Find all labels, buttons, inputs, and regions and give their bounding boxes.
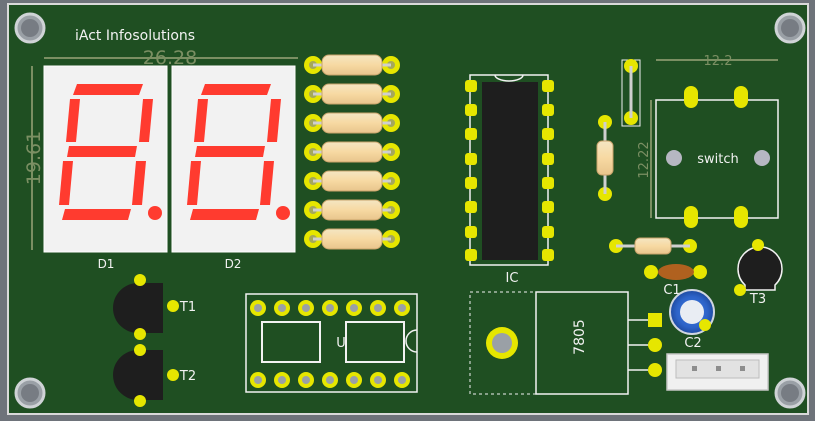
transistor-icon: T1 — [113, 274, 196, 340]
resistor-icon — [304, 54, 400, 76]
mounting-hole-icon — [14, 12, 46, 44]
ceramic-capacitor-icon: C1 — [644, 264, 707, 298]
transistor-t1-label: T1 — [179, 300, 196, 315]
resistor-icon — [596, 115, 614, 201]
regulator-label: 7805 — [572, 319, 588, 355]
display-height-dimension: 19.61 — [23, 66, 45, 250]
seven-segment-icon — [59, 84, 162, 220]
switch-icon: 12.2 12.22 switch — [637, 54, 779, 228]
electrolytic-capacitor-icon: C2 — [669, 289, 715, 351]
display-height-value: 19.61 — [23, 131, 45, 185]
dip-ic-icon: IC — [465, 74, 554, 286]
capacitor-c2-label: C2 — [684, 336, 701, 351]
capacitor-c1-label: C1 — [663, 283, 680, 298]
resistor-icon — [621, 59, 641, 127]
transistor-t3-label: T3 — [749, 292, 766, 307]
display-d1: D1 — [43, 65, 168, 271]
display-width-dimension: 26.28 — [44, 47, 298, 69]
transistor-icon: T2 — [113, 344, 196, 407]
resistor-icon — [304, 199, 400, 221]
resistor-icon — [304, 83, 400, 105]
transistor-t2-label: T2 — [179, 369, 196, 384]
display-d1-label: D1 — [98, 257, 115, 271]
mounting-hole-icon — [14, 377, 46, 409]
display-d2: D2 — [171, 65, 296, 271]
resistor-icon — [304, 170, 400, 192]
mounting-hole-icon — [774, 377, 806, 409]
resistor-array — [304, 54, 400, 250]
socket-label: U — [336, 336, 346, 351]
switch-width-value: 12.2 — [704, 54, 733, 69]
ic-socket-icon: U — [245, 293, 418, 393]
company-label: iAct Infosolutions — [75, 28, 195, 44]
resistor-icon — [304, 141, 400, 163]
ic-label: IC — [506, 271, 519, 286]
resistor-icon — [304, 228, 400, 250]
display-d2-label: D2 — [225, 257, 242, 271]
switch-label: switch — [697, 152, 739, 167]
display-width-value: 26.28 — [143, 47, 197, 69]
resistor-icon — [304, 112, 400, 134]
switch-height-value: 12.22 — [637, 141, 652, 178]
transistor-icon: T3 — [734, 239, 783, 307]
resistor-icon — [609, 237, 697, 255]
mounting-hole-icon — [774, 12, 806, 44]
voltage-regulator-icon: 7805 — [469, 291, 662, 395]
connector-icon — [666, 353, 769, 391]
seven-segment-icon — [187, 84, 290, 220]
